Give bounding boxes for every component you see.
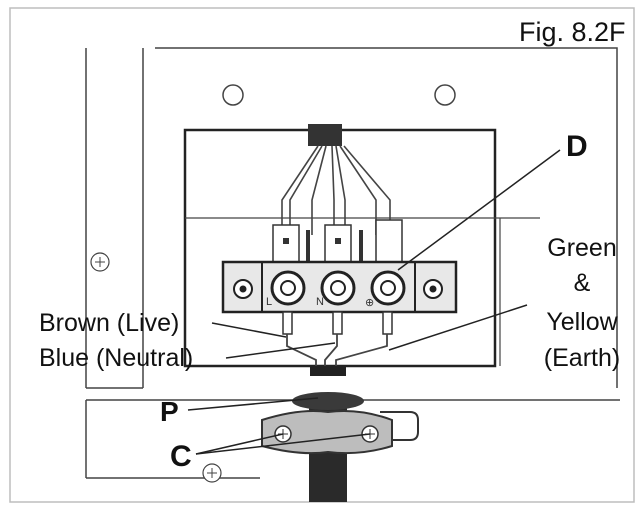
cable-gland-bottom (310, 366, 346, 376)
label-brown-live: Brown (Live) (39, 309, 180, 337)
terminal-mark-live: L (266, 296, 272, 308)
terminal-screw-left (233, 279, 253, 299)
terminal-screw-earth (370, 270, 406, 306)
internal-wires (281, 145, 391, 235)
terminal-mark-earth: ⊕ (365, 297, 374, 309)
label-blue-neutral: Blue (Neutral) (39, 344, 194, 372)
label-earth-line-2: & (573, 269, 591, 297)
figure-title: Fig. 8.2F (519, 17, 626, 47)
panel-screw-left (90, 252, 110, 272)
terminal-screw-right (423, 279, 443, 299)
back-plate (155, 47, 618, 388)
appliance-panel-edge (85, 48, 144, 389)
terminal-screw-live (270, 270, 306, 306)
label-c: C (170, 440, 192, 473)
mounting-hole-right (434, 84, 456, 106)
terminal-screw-neutral (320, 270, 356, 306)
leader-lines (187, 149, 561, 455)
spade-terminals (272, 219, 403, 264)
cable-grommet (292, 392, 364, 410)
terminal-mark-neutral: N (316, 296, 324, 308)
label-earth-line-3: Yellow (546, 308, 618, 336)
spade-terminal-marks (283, 230, 363, 262)
supply-wires (286, 334, 388, 370)
mounting-hole-left (222, 84, 244, 106)
label-d: D (566, 130, 588, 163)
cable-clamp-bracket (380, 411, 419, 441)
label-earth-line-1: Green (547, 234, 617, 262)
panel-screw-bottom (202, 463, 222, 483)
label-earth-line-4: (Earth) (543, 344, 621, 372)
label-p: P (160, 396, 179, 427)
cable-entry-top (308, 124, 342, 146)
